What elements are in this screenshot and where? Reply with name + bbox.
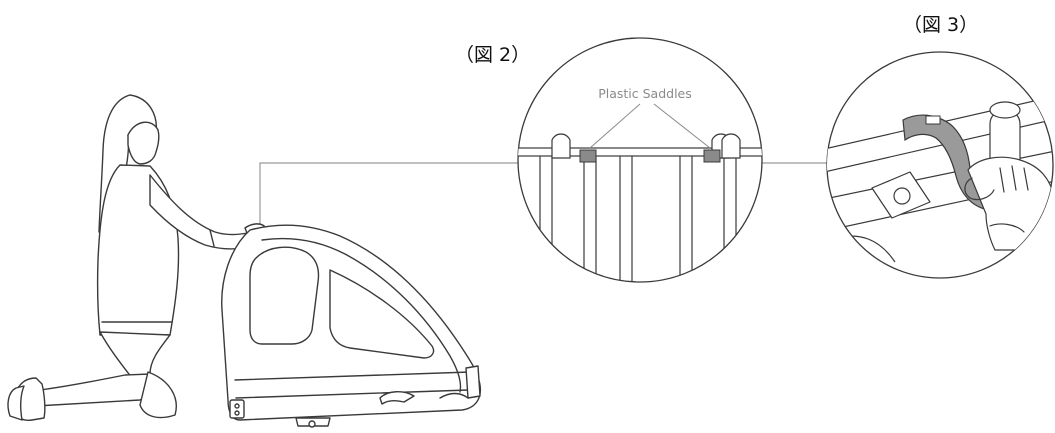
fig2-detail-circle: Plastic Saddles	[517, 37, 763, 283]
fig3-detail-circle	[826, 51, 1054, 279]
stroller-illustration	[221, 224, 482, 428]
plastic-saddle-right	[703, 149, 721, 163]
plastic-saddles-callout: Plastic Saddles	[598, 86, 692, 101]
figure-2-label: （図 2）	[455, 44, 531, 66]
figure-3-label: （図 3）	[903, 14, 979, 36]
plastic-saddle-left	[579, 149, 597, 163]
connector-line-to-fig2	[259, 162, 518, 225]
connector-lines	[259, 162, 828, 225]
